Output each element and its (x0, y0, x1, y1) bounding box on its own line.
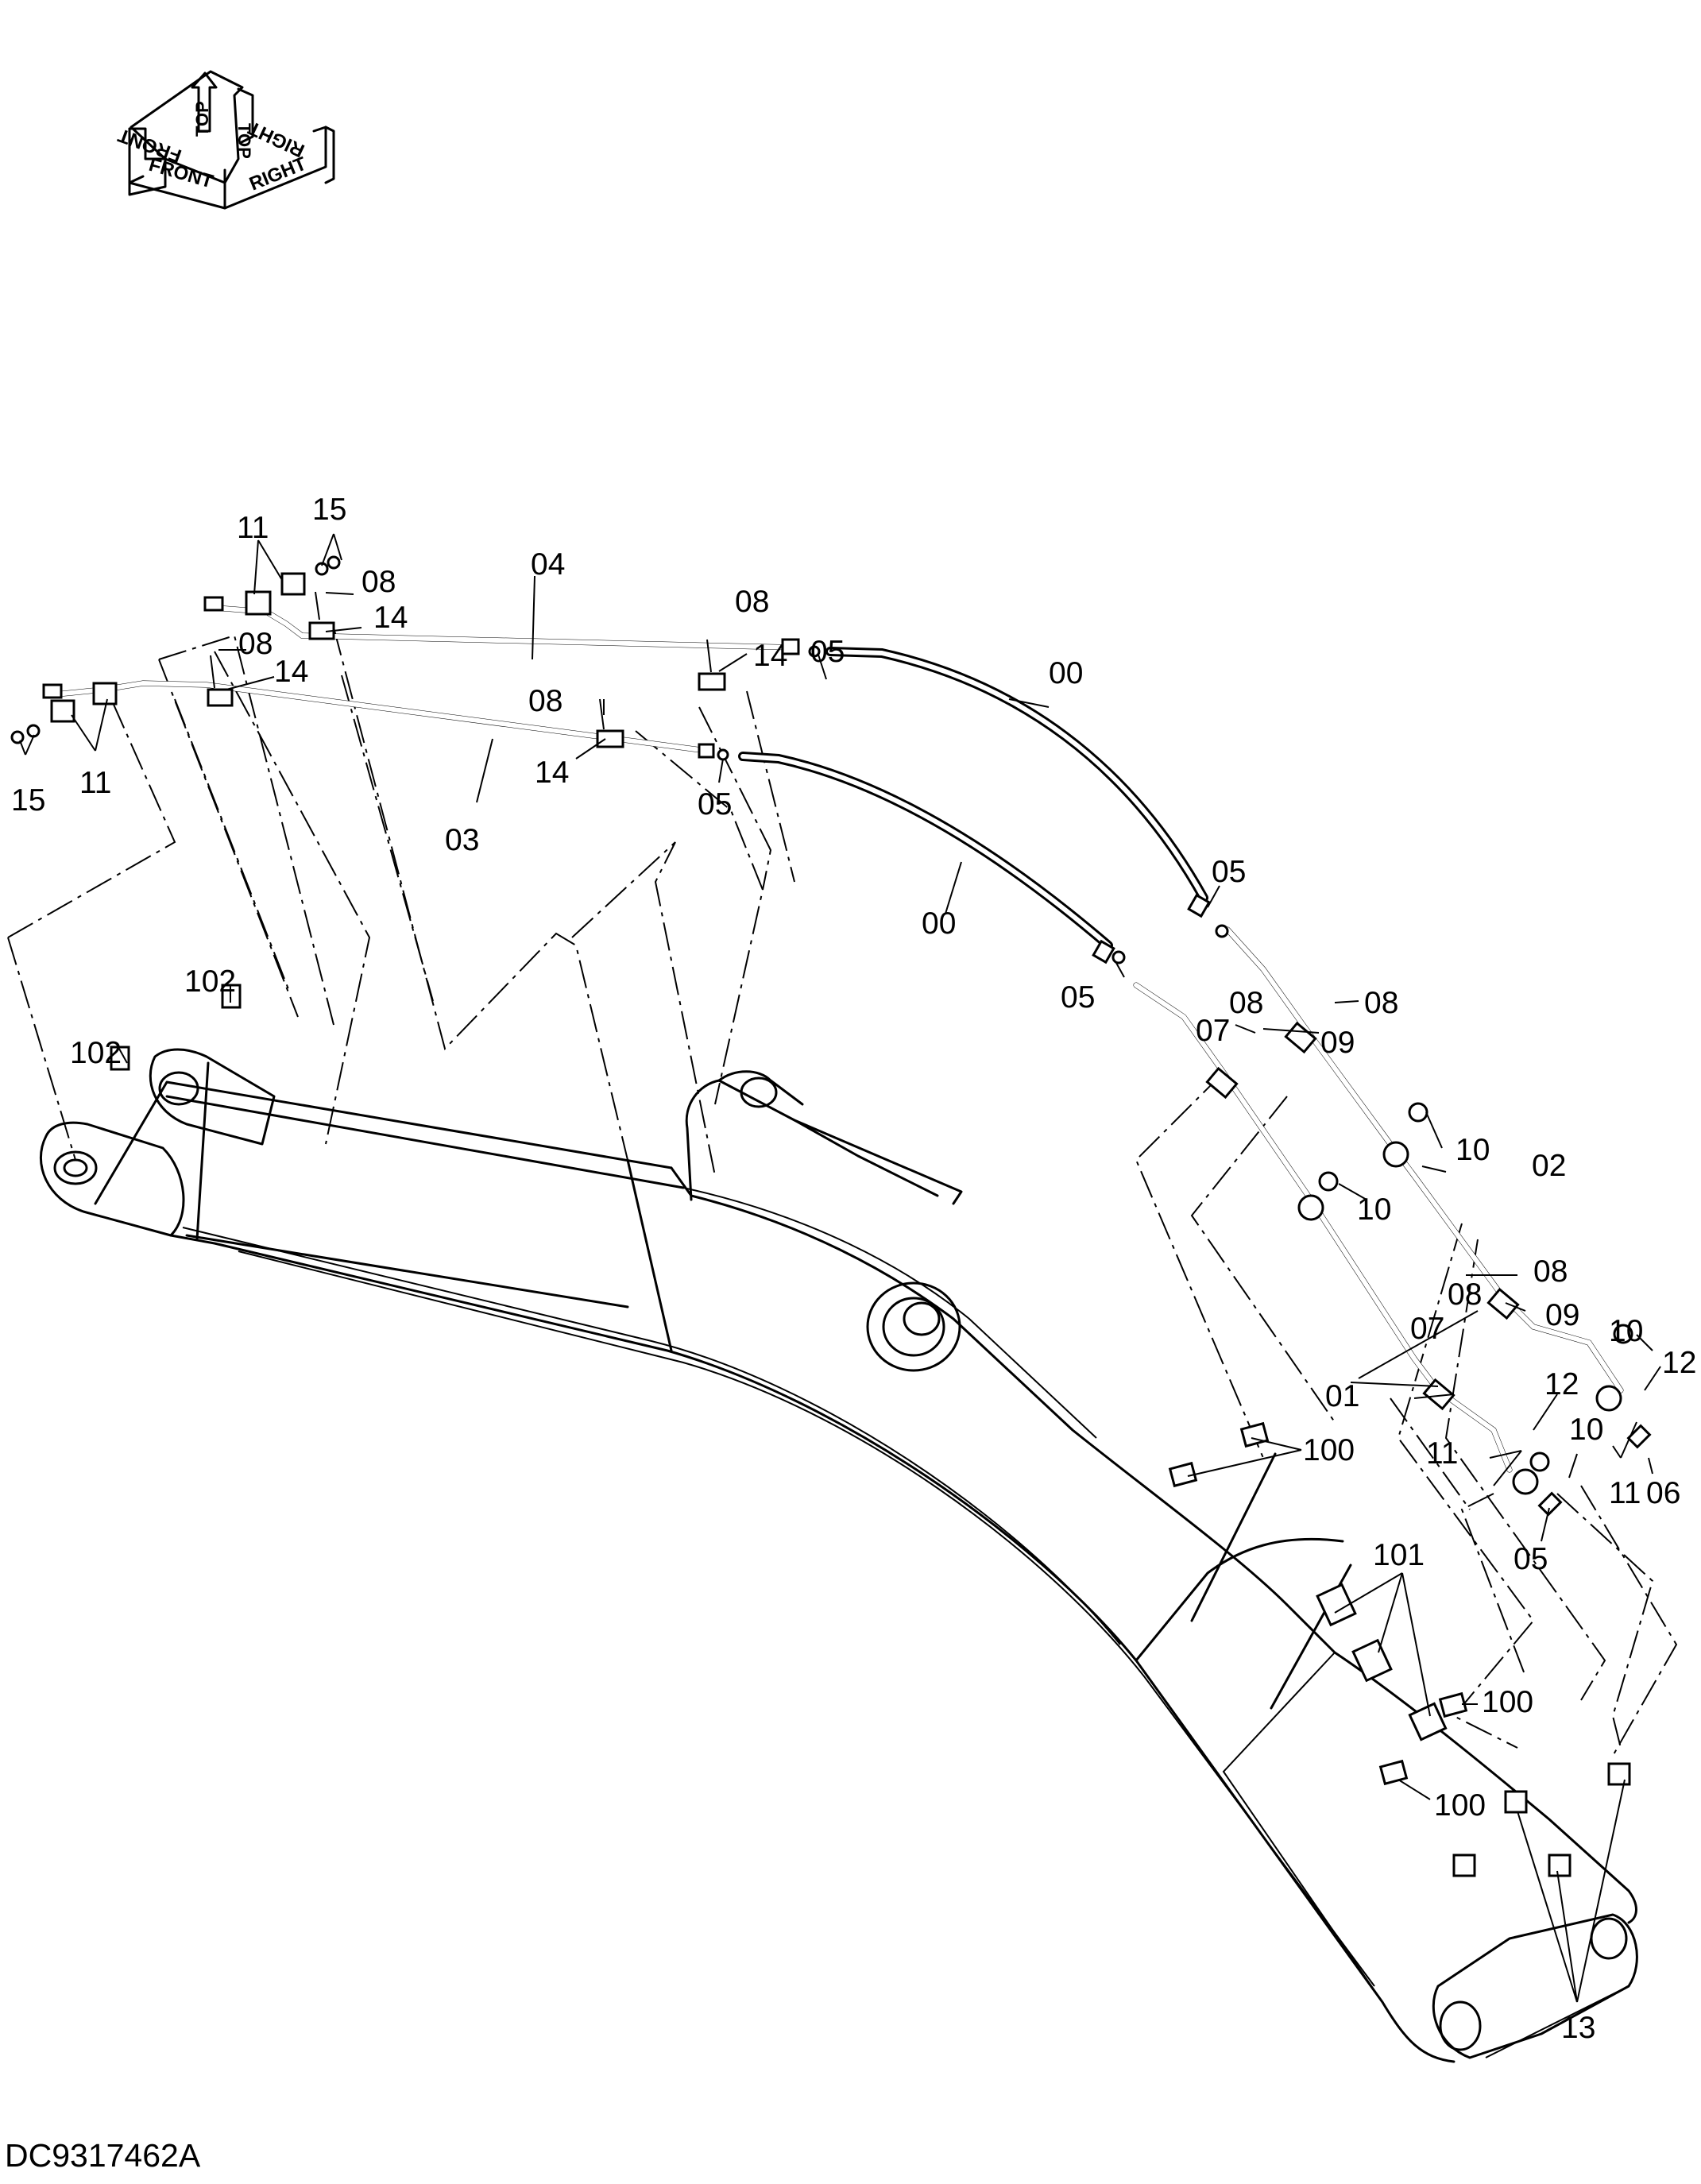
orientation-top-label-b: TOP (234, 123, 254, 159)
callout-102-lower: 102 (70, 1036, 122, 1070)
callout-102-upper: 102 (184, 964, 236, 999)
callout-14-left: 14 (274, 655, 308, 689)
callouts: 11 15 08 04 14 08 14 08 14 05 00 08 14 0… (11, 493, 1696, 2045)
callout-10-right: 10 (1609, 1314, 1643, 1348)
callout-08-right-upper: 08 (1364, 986, 1398, 1020)
callout-10-upper: 10 (1456, 1133, 1490, 1167)
document-id: DC9317462A (5, 2137, 201, 2174)
callout-10-mid: 10 (1357, 1193, 1391, 1227)
callout-01: 01 (1325, 1379, 1359, 1413)
callout-00-upper-hose: 00 (1049, 656, 1083, 690)
callout-14-mid: 14 (535, 756, 569, 790)
pipe-end-fittings (10, 555, 726, 748)
callout-04: 04 (531, 547, 565, 582)
callout-03: 03 (445, 823, 479, 857)
callout-11-left: 11 (79, 766, 112, 800)
callout-08-mid-top: 08 (735, 585, 769, 619)
callout-05-upper-right: 05 (1212, 855, 1246, 889)
callout-00-lower-hose: 00 (922, 906, 956, 941)
callout-15-top: 15 (312, 493, 346, 527)
callout-05-bottom: 05 (1514, 1542, 1548, 1576)
callout-14-mid-top: 14 (753, 639, 787, 673)
callout-100-upper: 100 (1303, 1433, 1355, 1467)
callout-06: 06 (1646, 1476, 1680, 1510)
mounting-brackets (110, 984, 1631, 1877)
callout-07-upper: 07 (1196, 1014, 1230, 1048)
orientation-badge: FRONT FRONT TOP TOP RIGHT RIGHT (115, 70, 335, 210)
boom-side-pipes (1092, 893, 1652, 1517)
callout-11-lower-right: 11 (1609, 1476, 1641, 1510)
callout-08-lower-mid: 08 (1448, 1278, 1482, 1312)
callout-100-lower: 100 (1434, 1788, 1486, 1823)
orientation-right-label: RIGHT (246, 153, 310, 195)
callout-100-mid: 100 (1482, 1685, 1533, 1719)
callout-13: 13 (1561, 2011, 1595, 2045)
callout-09-upper: 09 (1320, 1026, 1355, 1060)
callout-101: 101 (1373, 1538, 1425, 1572)
callout-08-left: 08 (238, 627, 273, 661)
callout-08-mid: 08 (528, 684, 562, 718)
boom-structure (39, 1048, 1638, 2063)
callout-09-lower: 09 (1545, 1298, 1579, 1332)
callout-05-top-right: 05 (810, 635, 845, 669)
callout-08-mid-right: 08 (1229, 986, 1263, 1020)
callout-11-lower-left: 11 (1426, 1436, 1459, 1471)
callout-15-left: 15 (11, 783, 45, 818)
callout-12-right: 12 (1662, 1346, 1696, 1380)
callout-10-lower: 10 (1569, 1413, 1603, 1447)
callout-05-mid: 05 (698, 787, 732, 821)
callout-14-top: 14 (373, 601, 408, 635)
callout-12-mid: 12 (1544, 1367, 1579, 1401)
callout-leaders (19, 533, 1661, 2003)
orientation-front-label: FRONT (146, 154, 215, 193)
callout-11-top-left: 11 (237, 511, 269, 545)
orientation-top-label-a: TOP (192, 101, 212, 137)
callout-08-right-lower: 08 (1533, 1254, 1568, 1289)
hoses (738, 647, 1208, 950)
callout-08-top: 08 (361, 565, 396, 599)
callout-07-lower: 07 (1410, 1312, 1444, 1346)
callout-02: 02 (1532, 1149, 1566, 1183)
steel-pipes (44, 605, 821, 761)
callout-05-lower-mid: 05 (1061, 980, 1095, 1015)
